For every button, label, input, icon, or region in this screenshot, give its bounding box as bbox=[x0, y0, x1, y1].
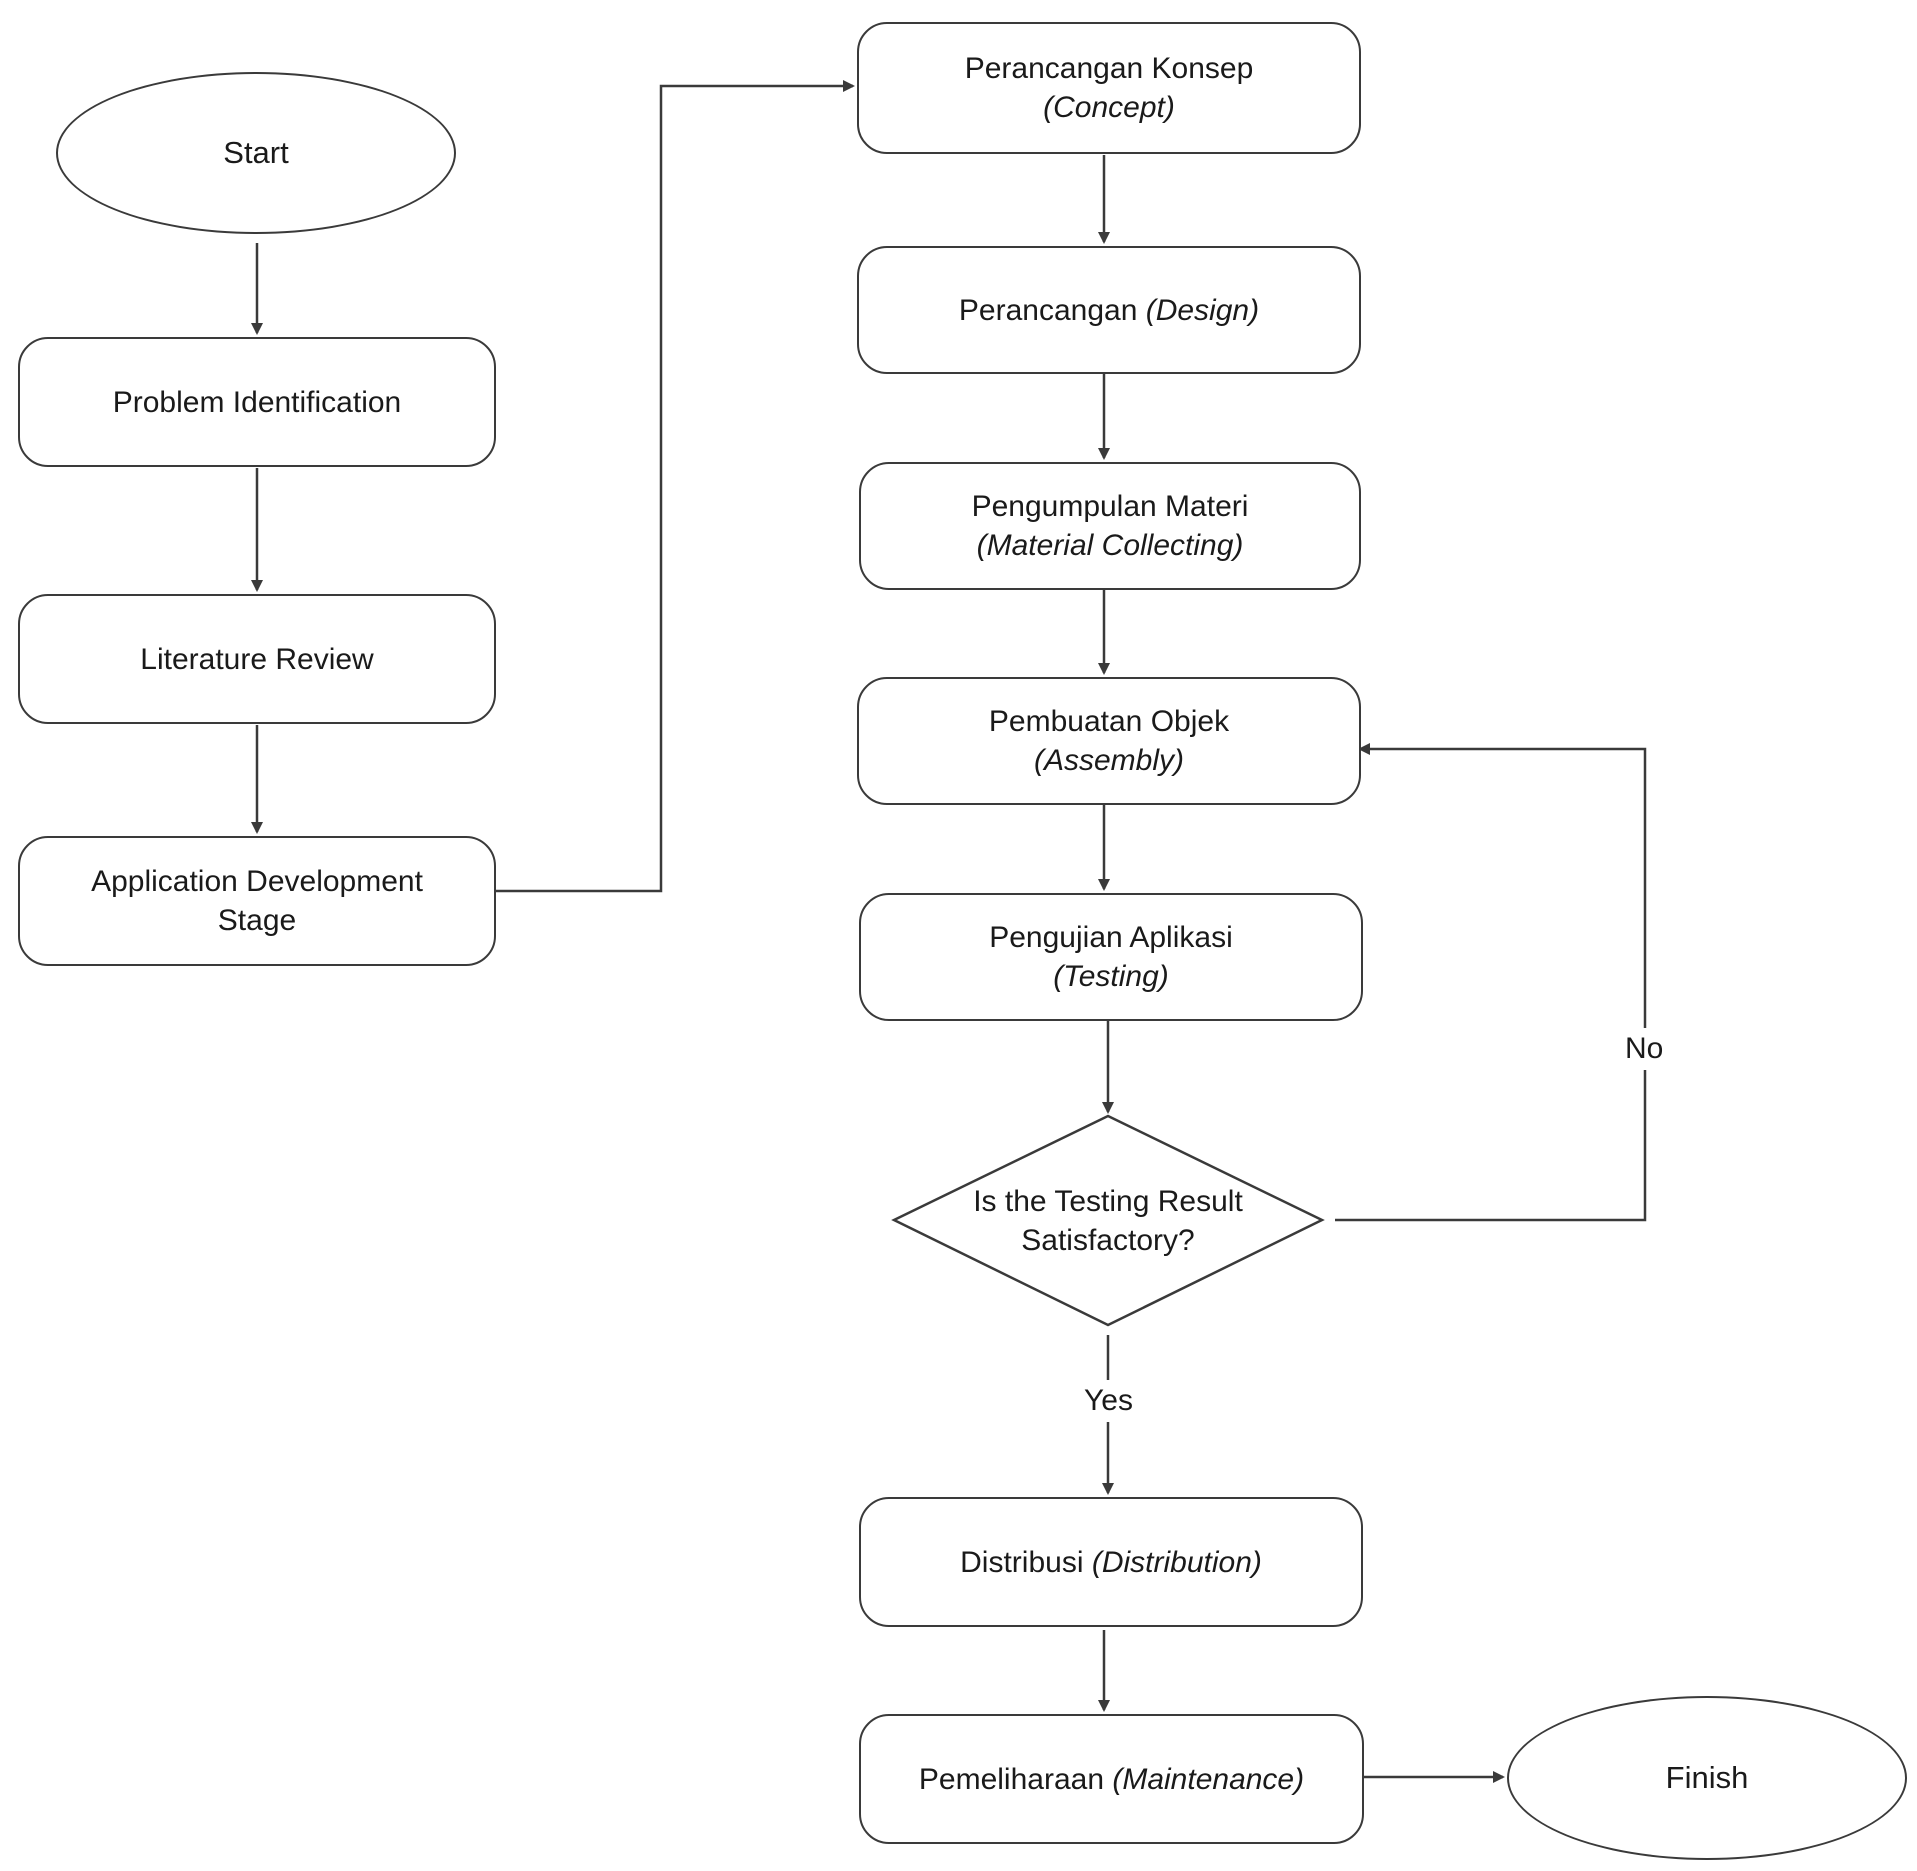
literature-review-node: Literature Review bbox=[18, 594, 496, 724]
distribution-label-en: (Distribution) bbox=[1091, 1545, 1262, 1579]
distribution-node: Distribusi (Distribution) bbox=[859, 1497, 1363, 1627]
assembly-label-en: (Assembly) bbox=[1033, 744, 1184, 777]
distribution-label: Distribusi bbox=[960, 1545, 1092, 1579]
decision-label-line1: Is the Testing Result bbox=[973, 1185, 1243, 1218]
assembly-node: Pembuatan Objek (Assembly) bbox=[857, 677, 1361, 805]
testing-node: Pengujian Aplikasi (Testing) bbox=[859, 893, 1363, 1021]
design-label: Perancangan bbox=[958, 293, 1146, 327]
maintenance-node: Pemeliharaan (Maintenance) bbox=[859, 1714, 1364, 1844]
yes-edge-label: Yes bbox=[1082, 1380, 1135, 1422]
decision-label: Is the Testing Result Satisfactory? bbox=[924, 1180, 1292, 1262]
material-collecting-label: Pengumpulan Materi bbox=[971, 490, 1249, 523]
literature-review-label: Literature Review bbox=[140, 642, 374, 676]
arrow-appdev-to-concept bbox=[496, 80, 855, 893]
assembly-label: Pembuatan Objek bbox=[988, 705, 1230, 738]
concept-label-en: (Concept) bbox=[1043, 91, 1175, 124]
design-node: Perancangan (Design) bbox=[857, 246, 1361, 374]
no-edge-label: No bbox=[1623, 1028, 1666, 1070]
testing-label-en: (Testing) bbox=[1053, 960, 1169, 993]
finish-node: Finish bbox=[1507, 1696, 1907, 1860]
concept-node: Perancangan Konsep (Concept) bbox=[857, 22, 1361, 154]
design-label-en: (Design) bbox=[1145, 293, 1260, 327]
problem-identification-label: Problem Identification bbox=[112, 385, 402, 419]
application-development-label-line2: Stage bbox=[217, 904, 297, 937]
material-collecting-node: Pengumpulan Materi (Material Collecting) bbox=[859, 462, 1361, 590]
start-node: Start bbox=[56, 72, 456, 234]
application-development-label-line1: Application Development bbox=[91, 865, 423, 898]
testing-label: Pengujian Aplikasi bbox=[989, 921, 1233, 954]
problem-identification-node: Problem Identification bbox=[18, 337, 496, 467]
concept-label: Perancangan Konsep bbox=[964, 52, 1254, 85]
decision-label-line2: Satisfactory? bbox=[1021, 1224, 1195, 1257]
material-collecting-label-en: (Material Collecting) bbox=[976, 529, 1244, 562]
distribution-label-row: Distribusi (Distribution) bbox=[960, 1543, 1262, 1582]
start-label: Start bbox=[223, 135, 289, 170]
arrow-no-loop bbox=[1335, 743, 1647, 1222]
maintenance-label: Pemeliharaan bbox=[918, 1762, 1113, 1796]
application-development-node: Application Development Stage bbox=[18, 836, 496, 966]
maintenance-label-row: Pemeliharaan (Maintenance) bbox=[919, 1760, 1304, 1799]
maintenance-label-en: (Maintenance) bbox=[1112, 1762, 1305, 1796]
design-label-row: Perancangan (Design) bbox=[959, 291, 1259, 330]
finish-label: Finish bbox=[1665, 1760, 1749, 1795]
decision-diamond bbox=[891, 1114, 1325, 1327]
